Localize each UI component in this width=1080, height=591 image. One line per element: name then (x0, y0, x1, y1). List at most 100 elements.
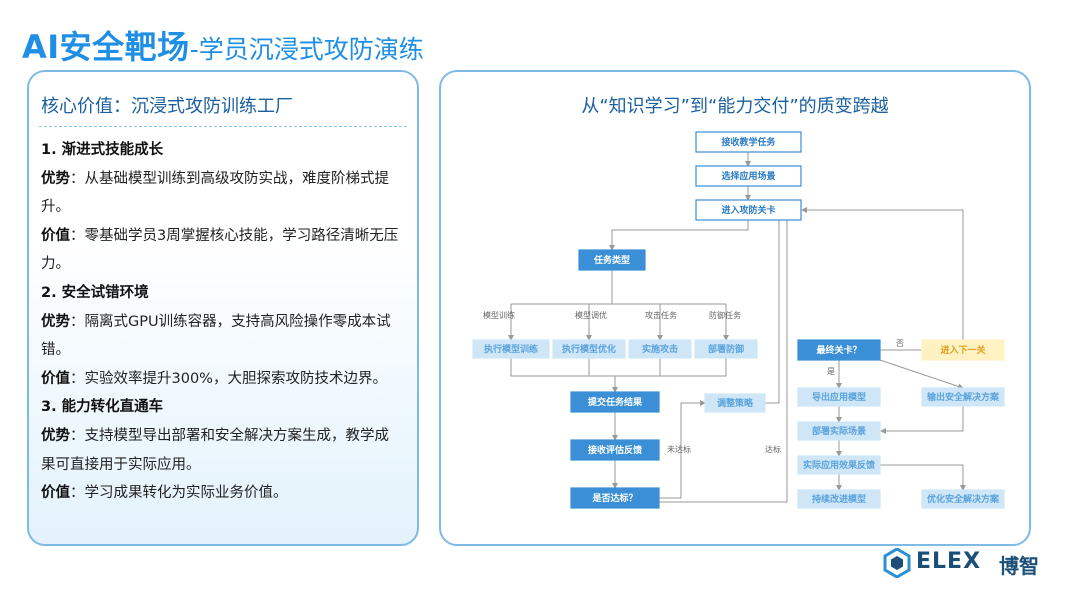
flow-connector (879, 359, 964, 390)
logo-brand: ELEX (916, 549, 982, 574)
flow-connectors (508, 152, 966, 503)
section-item: 优势：从基础模型训练到高级攻防实战，难度阶梯式提升。 (41, 165, 403, 222)
flow-node-o1: 输出安全解决方案 (921, 387, 1005, 407)
flow-connector (609, 220, 749, 251)
item-text: ：学习成果转化为实际业务价值。 (70, 485, 288, 502)
flow-node-box (704, 393, 766, 413)
flow-node-r4: 持续改进模型 (797, 489, 881, 509)
flow-connector (880, 464, 966, 491)
flow-node-n1: 接收教学任务 (695, 131, 802, 153)
section-2: 2. 安全试错环境 优势：隔离式GPU训练容器，支持高风险操作零成本试错。 价值… (41, 279, 403, 393)
section-1: 1. 渐进式技能成长 优势：从基础模型训练到高级攻防实战，难度阶梯式提升。 价值… (41, 136, 403, 279)
flow-node-r1: 导出应用模型 (797, 387, 881, 407)
flow-node-fin: 最终关卡？ (797, 339, 881, 361)
flow-node-box (797, 489, 881, 509)
item-label: 优势 (41, 313, 70, 330)
flow-node-text: 持续改进模型 (812, 493, 866, 505)
flow-node-text: 输出安全解决方案 (927, 391, 1000, 403)
section-title: 3. 能力转化直通车 (41, 399, 164, 416)
flow-node-text: 实际应用效果反馈 (803, 459, 875, 471)
flow-node-s1: 提交任务结果 (570, 391, 660, 413)
flow-node-box (921, 489, 1005, 509)
flow-node-box (797, 455, 881, 475)
flow-node-box (570, 439, 660, 461)
flow-connector (765, 211, 782, 404)
flow-node-s3: 是否达标？ (570, 487, 660, 509)
flow-node-text: 导出应用模型 (812, 391, 866, 403)
section-item: 价值：零基础学员3周掌握核心技能，学习路径清晰无压力。 (41, 222, 403, 279)
slide-title-sub: -学员沉浸式攻防演练 (189, 35, 424, 64)
core-value-heading: 核心价值：沉浸式攻防训练工厂 (41, 96, 293, 117)
flow-node-text: 部署防御 (708, 343, 744, 355)
flow-node-text: 接收教学任务 (721, 136, 776, 148)
flow-connector (510, 358, 615, 377)
slide-title: AI安全靶场-学员沉浸式攻防演练 (22, 22, 424, 66)
flow-node-t3: 实施攻击 (628, 339, 692, 359)
flow-node-box (695, 199, 802, 221)
flow-node-r3: 实际应用效果反馈 (797, 455, 881, 475)
flow-node-box (695, 165, 802, 187)
flow-nodes: 接收教学任务选择应用场景进入攻防关卡任务类型执行模型训练执行模型优化实施攻击部署… (472, 131, 1005, 509)
flow-node-n3: 进入攻防关卡 (695, 199, 802, 221)
core-value-content: 1. 渐进式技能成长 优势：从基础模型训练到高级攻防实战，难度阶梯式提升。 价值… (41, 136, 403, 508)
logo-brand-cn: 博智 (999, 554, 1039, 578)
section-title: 1. 渐进式技能成长 (41, 142, 164, 158)
item-text: ：支持模型导出部署和安全解决方案生成，教学成果可直接用于实际应用。 (41, 427, 389, 473)
flow-edge-label-b1: 模型训练 (483, 310, 515, 320)
core-value-panel: 核心价值：沉浸式攻防训练工厂 1. 渐进式技能成长 优势：从基础模型训练到高级攻… (27, 70, 419, 546)
flow-node-text: 优化安全解决方案 (927, 493, 1000, 505)
flow-labels: 模型训练模型调优攻击任务防御任务未达标达标否是 (483, 310, 904, 454)
flow-node-text: 进入下一关 (940, 344, 985, 356)
flow-edge-label-no: 否 (896, 339, 904, 348)
flow-node-t2: 执行模型优化 (552, 339, 626, 359)
flow-node-box (578, 249, 646, 271)
flowchart-heading: 从“知识学习”到“能力交付”的质变跨越 (581, 96, 889, 117)
panel-divider (39, 126, 407, 127)
section-3: 3. 能力转化直通车 优势：支持模型导出部署和安全解决方案生成，教学成果可直接用… (41, 393, 403, 507)
flow-node-box (628, 339, 692, 359)
flow-node-text: 部署实际场景 (812, 425, 866, 437)
item-label: 价值 (41, 370, 70, 387)
item-label: 价值 (41, 227, 70, 244)
flow-node-text: 提交任务结果 (588, 396, 643, 408)
section-item: 优势：隔离式GPU训练容器，支持高风险操作零成本试错。 (41, 308, 403, 365)
flow-node-n4: 任务类型 (578, 249, 646, 271)
flow-edge-label-pass: 达标 (765, 444, 781, 454)
flow-edge-label-b2: 模型调优 (575, 310, 607, 320)
flow-node-text: 最终关卡？ (816, 344, 861, 356)
flow-node-box (695, 131, 802, 153)
flow-node-text: 执行模型训练 (484, 343, 538, 355)
flow-node-t1: 执行模型训练 (472, 339, 550, 359)
item-text: ：从基础模型训练到高级攻防实战，难度阶梯式提升。 (41, 170, 389, 216)
flow-node-box (570, 391, 660, 413)
section-title: 2. 安全试错环境 (41, 284, 149, 301)
flow-node-text: 调整策略 (717, 397, 754, 409)
section-item: 价值：学习成果转化为实际业务价值。 (41, 479, 403, 508)
item-label: 优势 (41, 427, 70, 444)
flow-node-box (472, 339, 550, 359)
item-text: ：隔离式GPU训练容器，支持高风险操作零成本试错。 (41, 313, 391, 359)
flowchart-panel: 从“知识学习”到“能力交付”的质变跨越 接收教学任务选择应用场景进入攻防关卡任务… (439, 70, 1031, 546)
flow-node-box (797, 339, 881, 361)
flow-node-box (570, 487, 660, 509)
flow-connector (880, 406, 964, 434)
flow-connector (801, 207, 964, 340)
flow-edge-label-b3: 攻击任务 (645, 310, 677, 320)
flow-node-text: 任务类型 (593, 254, 630, 266)
flow-node-text: 是否达标？ (591, 492, 637, 504)
flow-node-adj: 调整策略 (704, 393, 766, 413)
flow-node-t4: 部署防御 (694, 339, 758, 359)
flow-edge-label-fail: 未达标 (667, 444, 691, 454)
flow-edge-label-yes: 是 (827, 367, 835, 376)
flow-node-box (921, 339, 1005, 361)
flow-node-o2: 优化安全解决方案 (921, 489, 1005, 509)
elex-logo: ELEX 博智 (883, 546, 1053, 580)
section-item: 优势：支持模型导出部署和安全解决方案生成，教学成果可直接用于实际应用。 (41, 422, 403, 479)
flow-node-text: 实施攻击 (642, 343, 678, 355)
item-label: 价值 (41, 485, 70, 502)
flow-node-text: 接收评估反馈 (588, 444, 642, 456)
section-item: 价值：实验效率提升300%，大胆探索攻防技术边界。 (41, 365, 403, 394)
cube-logo-icon (883, 548, 911, 578)
item-text: ：零基础学员3周掌握核心技能，学习路径清晰无压力。 (41, 227, 399, 273)
flow-node-next: 进入下一关 (921, 339, 1005, 361)
